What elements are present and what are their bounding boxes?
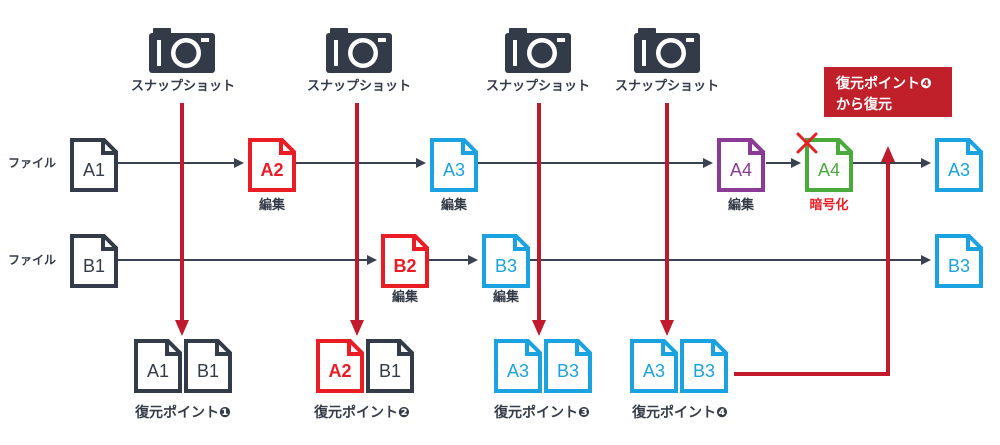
doc-label: B3 — [693, 361, 715, 381]
doc-label: B3 — [948, 256, 970, 276]
doc-label: B1 — [379, 361, 401, 381]
doc-label: A4 — [730, 160, 752, 180]
document-icon: A1 — [70, 138, 118, 192]
doc-label: A3 — [643, 361, 665, 381]
doc-label: B1 — [83, 256, 105, 276]
document-icon: B3 — [544, 339, 592, 393]
caption-edit: 編集 — [259, 197, 286, 213]
doc-label: A3 — [507, 361, 529, 381]
document-icon: B3 — [680, 339, 728, 393]
doc-label: A1 — [83, 160, 105, 180]
document-icon: A3 — [430, 138, 478, 192]
document-icon: B1 — [70, 234, 118, 288]
caption-encrypt: 暗号化 — [809, 197, 848, 213]
document-icon: A1 — [134, 339, 182, 393]
document-icon: A4 — [805, 138, 853, 192]
snapshot-label: スナップショット — [307, 79, 411, 94]
doc-label: B1 — [197, 361, 219, 381]
restore-point-label: 復元ポイント❹ — [631, 404, 728, 421]
restore-path-arrow — [734, 146, 895, 376]
row-b-label: ファイル — [8, 253, 56, 267]
snapshot-label: スナップショット — [131, 79, 235, 94]
camera-icon — [634, 28, 700, 73]
snapshot-label: スナップショット — [486, 79, 590, 94]
callout-line1: 復元ポイント❹ — [835, 75, 932, 92]
snapshot-label: スナップショット — [615, 79, 719, 94]
document-icon: A3 — [630, 339, 678, 393]
doc-label: A3 — [443, 160, 465, 180]
restore-point-label: 復元ポイント❷ — [313, 404, 410, 421]
document-icon: A3 — [935, 138, 983, 192]
document-icon: B1 — [366, 339, 414, 393]
camera-icon — [326, 28, 392, 73]
callout-line2: から復元 — [836, 96, 892, 113]
document-icon: A4 — [717, 138, 765, 192]
doc-label: A2 — [328, 361, 351, 381]
document-icon: B2 — [381, 234, 429, 288]
document-icon: B1 — [184, 339, 232, 393]
restore-point-label: 復元ポイント❸ — [493, 404, 590, 421]
restore-point-label: 復元ポイント❶ — [134, 404, 231, 421]
doc-label: B3 — [495, 256, 517, 276]
caption-edit: 編集 — [728, 197, 755, 213]
document-icon: A2 — [316, 339, 364, 393]
doc-label: A2 — [260, 160, 283, 180]
caption-edit: 編集 — [392, 289, 419, 305]
camera-icon — [149, 28, 215, 73]
restore-callout: 復元ポイント❹ から復元 — [824, 67, 952, 117]
x-mark-icon — [796, 132, 818, 154]
doc-label: B3 — [557, 361, 579, 381]
doc-label: A1 — [147, 361, 169, 381]
row-a-label: ファイル — [8, 156, 56, 170]
document-icon: A3 — [494, 339, 542, 393]
doc-label: B2 — [393, 256, 416, 276]
camera-icon — [505, 28, 571, 73]
document-icon: B3 — [482, 234, 530, 288]
caption-edit: 編集 — [493, 289, 520, 305]
doc-label: A3 — [948, 160, 970, 180]
doc-label: A4 — [818, 160, 840, 180]
caption-edit: 編集 — [441, 197, 468, 213]
document-icon: B3 — [935, 234, 983, 288]
document-icon: A2 — [248, 138, 296, 192]
